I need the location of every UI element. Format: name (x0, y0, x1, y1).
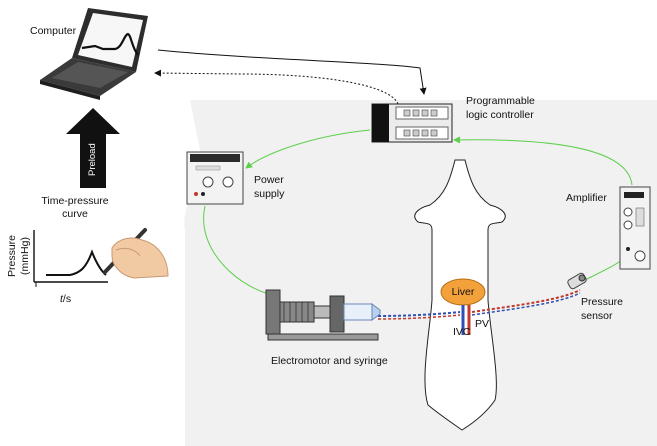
amplifier-icon (619, 186, 651, 270)
power-supply-label-line1: Power (254, 174, 284, 186)
plc-label-line2: logic controller (466, 109, 534, 121)
electromotor-label: Electromotor and syringe (271, 355, 388, 367)
plc-device-icon (371, 103, 453, 143)
plc-label-line1: Programmable (466, 95, 535, 107)
curve-title-line2: curve (62, 208, 88, 220)
preload-label: Preload (87, 143, 98, 176)
pv-label: PV (475, 318, 490, 330)
pressure-sensor-icon (567, 272, 587, 290)
time-pressure-graph (33, 230, 108, 287)
power-supply-icon (186, 151, 244, 205)
syringe-line (377, 311, 461, 317)
y-axis-label-line1: Pressure (6, 235, 18, 278)
setup-backdrop (184, 100, 657, 446)
link-power-to-motor (203, 205, 279, 299)
link-plc-to-power (245, 129, 371, 169)
preload-arrow (66, 108, 120, 188)
pressure-sensor-label-line1: Pressure (581, 296, 624, 308)
hand-pen-icon (103, 228, 169, 279)
x-axis-var: t (60, 293, 63, 305)
amplifier-label: Amplifier (566, 192, 607, 204)
link-amp-to-plc (453, 136, 633, 186)
curve-title-line1: Time-pressure (41, 195, 109, 207)
y-axis-label-line2: (mmHg) (19, 237, 31, 275)
sensor-catheter (471, 289, 581, 313)
x-axis-unit: /s (62, 293, 72, 305)
plc-to-computer-arrow (154, 69, 399, 105)
ivc-label: IVC (453, 326, 471, 338)
computer-to-plc-arrow (157, 49, 427, 95)
x-axis-label: t/s (60, 293, 71, 305)
electromotor-syringe-icon (265, 289, 381, 341)
power-supply-label-line2: supply (254, 188, 285, 200)
computer-label: Computer (30, 25, 77, 37)
pressure-sensor-label-line2: sensor (581, 310, 613, 322)
liver-label: Liver (451, 286, 475, 298)
laptop-icon (40, 8, 148, 100)
